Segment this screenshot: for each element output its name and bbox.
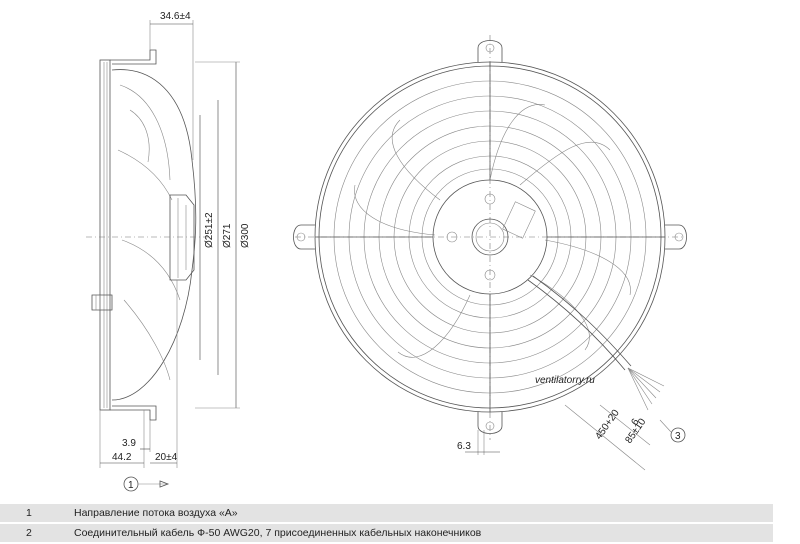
dim-d300: Ø300	[240, 223, 251, 248]
dim-d85: 85±10	[623, 416, 648, 445]
dim-d6: 6	[629, 416, 641, 427]
mount-tab-left	[293, 224, 315, 250]
side-view: Ø251±2 Ø271 Ø300 34.6±4 3.9 44.2 20±4 1	[86, 11, 251, 492]
legend-row: 2 Соединительный кабель Ф-50 AWG20, 7 пр…	[0, 524, 773, 542]
motor-body-front	[432, 179, 548, 295]
guard-rim-side	[99, 59, 111, 411]
dim-d271: Ø271	[222, 223, 233, 248]
motor-hub-side	[169, 194, 195, 281]
dim-6-3: 6.3	[457, 441, 471, 452]
front-view: 6 85±10 450+20 3 6.3	[293, 35, 687, 471]
mount-tab-top	[477, 40, 503, 62]
callout-1: 1	[128, 480, 134, 491]
legend-table: 1 Направление потока воздуха «A» 2 Соеди…	[0, 504, 773, 544]
dim-d251: Ø251±2	[204, 212, 215, 248]
callout-3: 3	[675, 431, 681, 442]
dim-top-depth: 34.6±4	[160, 11, 191, 22]
mount-tab-right	[665, 224, 687, 250]
watermark: ventilatorry.ru	[535, 375, 595, 386]
callout-3-circle	[670, 427, 686, 443]
cable-gland-side	[91, 294, 113, 311]
motor-label-plate	[502, 201, 536, 239]
mount-flange-top	[110, 49, 157, 65]
mount-flange-bottom	[110, 405, 157, 421]
dim-44-2: 44.2	[112, 452, 132, 463]
legend-number: 2	[26, 527, 32, 539]
dim-d450: 450+20	[593, 407, 622, 441]
fan-technical-drawing: Ø251±2 Ø271 Ø300 34.6±4 3.9 44.2 20±4 1	[86, 11, 687, 492]
dim-20: 20±4	[155, 452, 178, 463]
cable-front	[527, 279, 626, 371]
mount-tab-bottom	[477, 412, 503, 434]
airflow-arrow	[159, 480, 170, 488]
legend-number: 1	[26, 507, 32, 519]
motor-shaft-front	[471, 218, 509, 256]
legend-text: Соединительный кабель Ф-50 AWG20, 7 прис…	[74, 527, 482, 539]
blade-side-outline	[111, 69, 197, 401]
dim-3-9: 3.9	[122, 438, 136, 449]
legend-row: 1 Направление потока воздуха «A»	[0, 504, 773, 522]
legend-text: Направление потока воздуха «A»	[74, 507, 238, 519]
